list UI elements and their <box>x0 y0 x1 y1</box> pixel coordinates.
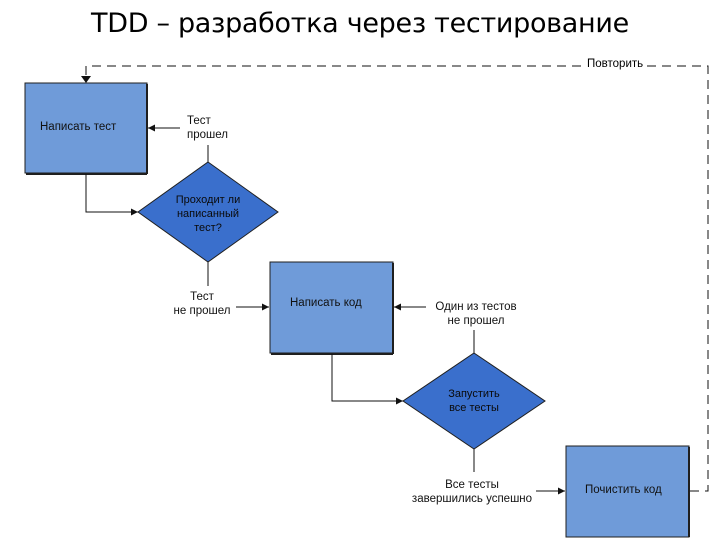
test-failed-line-2: не прошел <box>173 305 231 317</box>
arrow-code-to-run <box>331 354 403 405</box>
test-passed-line-1: Тест <box>187 115 211 127</box>
repeat-label: Повторить <box>584 58 647 70</box>
write-code-box <box>269 261 394 355</box>
page-title: TDD – разработка через тестирование <box>91 8 629 39</box>
cleanup-code-box <box>565 445 690 538</box>
one-failed-line-2: не прошел <box>447 315 505 327</box>
write-code-label: Написать код <box>290 297 362 309</box>
one-failed-label: Один из тестов не прошел <box>428 300 524 328</box>
repeat-arrowhead <box>81 76 91 83</box>
write-test-box <box>24 82 148 175</box>
run-all-tests-line-1: Запустить <box>448 388 500 400</box>
test-failed-label: Тест не прошел <box>168 290 236 318</box>
all-passed-line-2: завершились успешно <box>411 493 533 505</box>
run-all-tests-text: Запустить все тесты <box>424 387 524 415</box>
test-passed-label: Тест прошел <box>187 114 228 142</box>
test-failed-line-1: Тест <box>190 291 214 303</box>
arrow-test-to-decision <box>85 174 138 216</box>
cleanup-code-label: Почистить код <box>585 484 662 496</box>
test-passes-question: Проходит ли написанный тест? <box>158 193 258 235</box>
test-passes-line-1: Проходит ли <box>175 194 241 206</box>
all-passed-line-1: Все тесты <box>445 479 499 491</box>
run-all-tests-line-2: все тесты <box>449 402 499 414</box>
one-failed-line-1: Один из тестов <box>435 301 517 313</box>
all-passed-label: Все тесты завершились успешно <box>405 478 539 506</box>
test-passes-line-3: тест? <box>194 222 222 234</box>
write-test-label: Написать тест <box>40 121 117 133</box>
test-passed-line-2: прошел <box>187 129 228 141</box>
repeat-loop <box>85 65 709 492</box>
test-passes-line-2: написанный <box>176 208 240 220</box>
